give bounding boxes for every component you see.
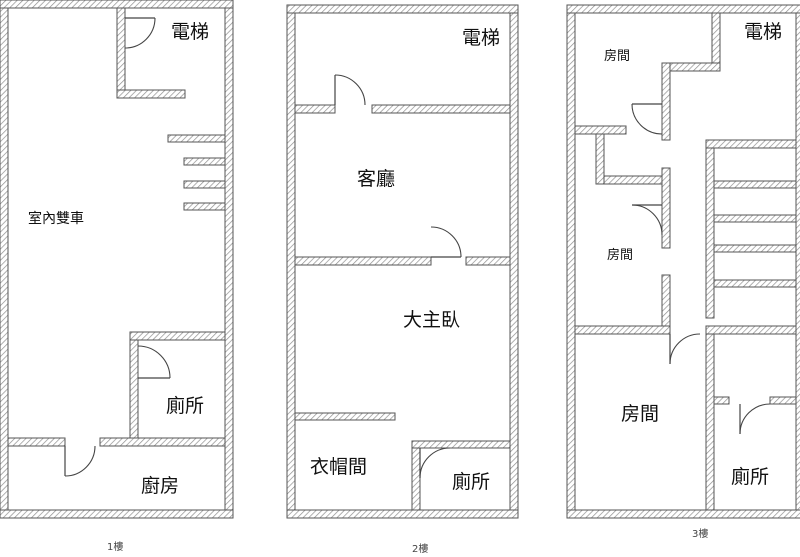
wall-segment-21 (294, 256, 432, 266)
f2-elevator-label: 電梯 (462, 27, 501, 49)
wall-segment-22 (465, 256, 511, 266)
wall-segment-10 (183, 202, 226, 211)
wall-segment-38 (574, 325, 671, 335)
wall-segment-41 (705, 147, 715, 319)
wall-segment-35 (574, 125, 627, 135)
wall-segment-13 (7, 437, 66, 447)
f1-caption: 1樓 (107, 542, 124, 553)
wall-segment-31 (663, 62, 721, 72)
wall-segment-36 (595, 133, 605, 185)
f3-room-b-label: 房間 (607, 248, 634, 263)
f1-garage-label: 室內雙車 (28, 211, 84, 227)
wall-segment-34 (661, 274, 671, 331)
wall-segment-48 (705, 333, 715, 511)
wall-segment-47 (769, 396, 797, 405)
wall-segment-17 (509, 12, 519, 519)
wall-segment-6 (116, 89, 186, 99)
wall-segment-39 (705, 325, 797, 335)
wall-segment-32 (661, 62, 671, 141)
wall-segment-42 (713, 180, 797, 189)
f2-master-label: 大主臥 (403, 309, 461, 331)
wall-segment-11 (129, 331, 226, 341)
wall-segment-2 (0, 7, 9, 519)
door-2 (137, 345, 171, 379)
wall-segment-20 (371, 104, 511, 114)
wall-segment-37 (603, 175, 663, 185)
wall-segment-29 (566, 509, 800, 519)
f1-toilet-label: 廁所 (166, 395, 205, 417)
door-7 (631, 103, 663, 135)
wall-segment-27 (566, 12, 576, 519)
wall-segment-43 (713, 214, 797, 223)
door-6 (419, 447, 451, 479)
f2-toilet-label: 廁所 (452, 471, 491, 493)
f3-room-a-label: 房間 (604, 49, 631, 64)
walls-layer (0, 0, 800, 519)
door-3 (64, 445, 96, 477)
wall-segment-16 (286, 12, 296, 519)
wall-segment-23 (294, 412, 396, 421)
wall-segment-4 (0, 509, 234, 519)
wall-segment-44 (713, 244, 797, 253)
f2-closet-label: 衣帽間 (310, 456, 368, 478)
door-8 (631, 204, 663, 236)
wall-segment-19 (294, 104, 336, 114)
wall-segment-46 (713, 396, 730, 405)
wall-segment-1 (0, 0, 234, 9)
doors-layer (64, 17, 771, 479)
wall-segment-24 (411, 440, 421, 511)
wall-segment-45 (713, 279, 797, 288)
door-9 (669, 333, 701, 365)
f2-living-label: 客廳 (357, 168, 396, 190)
wall-segment-5 (116, 7, 126, 99)
door-4 (334, 74, 366, 106)
wall-segment-30 (711, 12, 721, 72)
door-10 (739, 403, 771, 435)
door-1 (124, 17, 156, 49)
wall-segment-26 (566, 4, 800, 14)
f1-kitchen-label: 廚房 (141, 475, 180, 497)
wall-segment-25 (411, 440, 511, 449)
f3-elevator-label: 電梯 (744, 21, 783, 43)
wall-segment-7 (167, 134, 226, 143)
f3-toilet-label: 廁所 (731, 466, 770, 488)
wall-segment-14 (99, 437, 226, 447)
wall-segment-33 (661, 167, 671, 249)
f2-caption: 2樓 (412, 544, 429, 555)
door-5 (430, 226, 462, 258)
wall-segment-9 (183, 180, 226, 189)
wall-segment-18 (286, 509, 519, 519)
wall-segment-8 (183, 157, 226, 166)
wall-segment-40 (705, 139, 797, 149)
wall-segment-15 (286, 4, 519, 14)
wall-segment-28 (795, 12, 800, 519)
f3-caption: 3樓 (692, 529, 709, 540)
f1-elevator-label: 電梯 (171, 21, 210, 43)
f3-room-c-label: 房間 (621, 403, 660, 425)
wall-segment-3 (224, 7, 234, 519)
wall-segment-12 (129, 339, 139, 439)
